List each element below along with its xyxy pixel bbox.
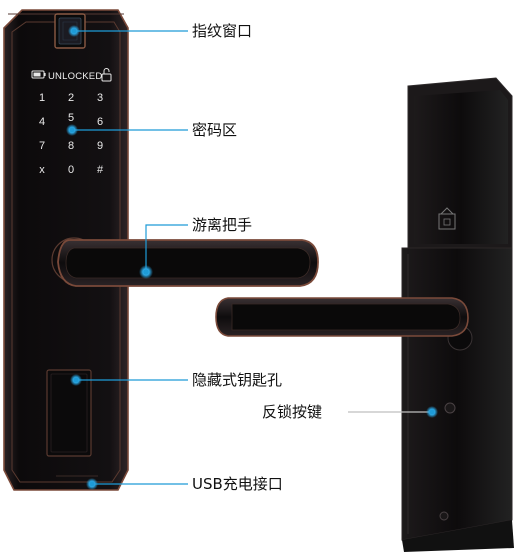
rear-handle — [215, 297, 469, 337]
key-2[interactable]: 2 — [67, 92, 75, 104]
key-1[interactable]: 1 — [38, 92, 46, 104]
hidden-keyhole-cover — [46, 369, 92, 457]
front-handle — [51, 237, 319, 287]
key-5[interactable]: 5 — [67, 112, 75, 124]
key-3[interactable]: 3 — [96, 92, 104, 104]
key-x[interactable]: x — [39, 164, 45, 176]
padlock-icon — [101, 68, 112, 82]
key-9[interactable]: 9 — [96, 140, 104, 152]
callout-dots — [66, 25, 438, 490]
key-6[interactable]: 6 — [96, 116, 104, 128]
callout-keyhole: 隐藏式钥匙孔 — [192, 371, 283, 389]
key-7[interactable]: 7 — [38, 140, 46, 152]
key-4[interactable]: 4 — [38, 116, 46, 128]
key-8[interactable]: 8 — [67, 140, 75, 152]
callout-keypad: 密码区 — [192, 121, 238, 139]
key-hash[interactable]: # — [96, 164, 104, 176]
callout-lines — [72, 30, 430, 485]
callout-reverse-lock: 反锁按键 — [262, 403, 323, 421]
lock-status-text: UNLOCKED — [48, 71, 103, 82]
callout-usb: USB充电接口 — [192, 475, 283, 493]
callout-handle: 游离把手 — [192, 216, 253, 234]
rear-lock-panel — [401, 77, 514, 552]
battery-icon — [31, 70, 46, 79]
key-0[interactable]: 0 — [67, 164, 75, 176]
callout-fingerprint: 指纹窗口 — [192, 22, 253, 40]
